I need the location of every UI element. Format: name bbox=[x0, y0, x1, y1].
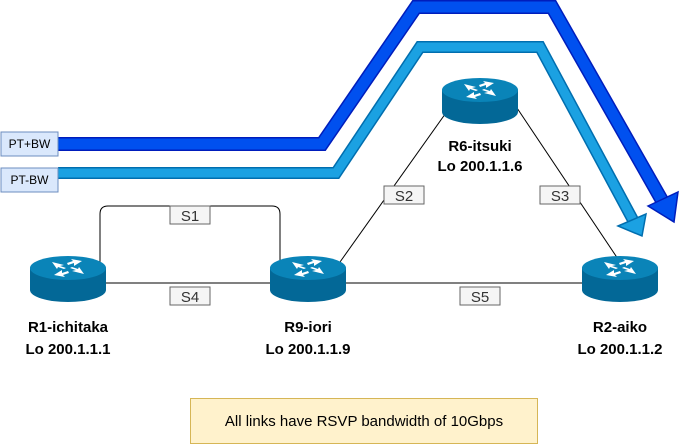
router-r6-name: R6-itsuki bbox=[448, 138, 511, 155]
router-r1-lo: Lo 200.1.1.1 bbox=[25, 341, 110, 358]
router-r6-lo: Lo 200.1.1.6 bbox=[437, 158, 522, 175]
router-icon bbox=[270, 256, 346, 302]
router-r2: R2-aiko Lo 200.1.1.2 bbox=[577, 256, 663, 358]
router-r9-lo: Lo 200.1.1.9 bbox=[265, 341, 350, 358]
svg-text:S3: S3 bbox=[551, 188, 569, 205]
router-r1-name: R1-ichitaka bbox=[28, 319, 109, 336]
svg-text:S2: S2 bbox=[395, 188, 413, 205]
pt-bw-plus-label: PT+BW bbox=[9, 137, 51, 151]
link-s3 bbox=[514, 104, 621, 263]
router-r2-name: R2-aiko bbox=[593, 319, 647, 336]
router-r9: R9-iori Lo 200.1.1.9 bbox=[265, 256, 351, 358]
router-icon bbox=[442, 78, 518, 124]
path-label-pt-bw-plus: PT+BW bbox=[0, 131, 59, 157]
svg-text:S5: S5 bbox=[471, 289, 489, 306]
router-r2-lo: Lo 200.1.1.2 bbox=[577, 341, 662, 358]
link-label-s5: S5 bbox=[459, 286, 501, 306]
link-label-s1: S1 bbox=[169, 205, 211, 225]
svg-text:S4: S4 bbox=[181, 289, 199, 306]
path-arrow-pt-bw-plus bbox=[58, 0, 679, 224]
path-label-pt-bw: PT-BW bbox=[0, 167, 59, 193]
router-icon bbox=[582, 256, 658, 302]
bandwidth-note: All links have RSVP bandwidth of 10Gbps bbox=[190, 398, 538, 444]
router-r1: R1-ichitaka Lo 200.1.1.1 bbox=[25, 256, 111, 358]
router-r6: R6-itsuki Lo 200.1.1.6 bbox=[437, 78, 523, 175]
path-arrow-pt-bw bbox=[58, 41, 647, 238]
router-icon bbox=[30, 256, 106, 302]
link-label-s4: S4 bbox=[169, 286, 211, 306]
svg-text:S1: S1 bbox=[181, 208, 199, 225]
link-label-s3: S3 bbox=[539, 185, 581, 205]
router-r9-name: R9-iori bbox=[284, 319, 332, 336]
pt-bw-label: PT-BW bbox=[11, 173, 50, 187]
link-label-s2: S2 bbox=[383, 185, 425, 205]
